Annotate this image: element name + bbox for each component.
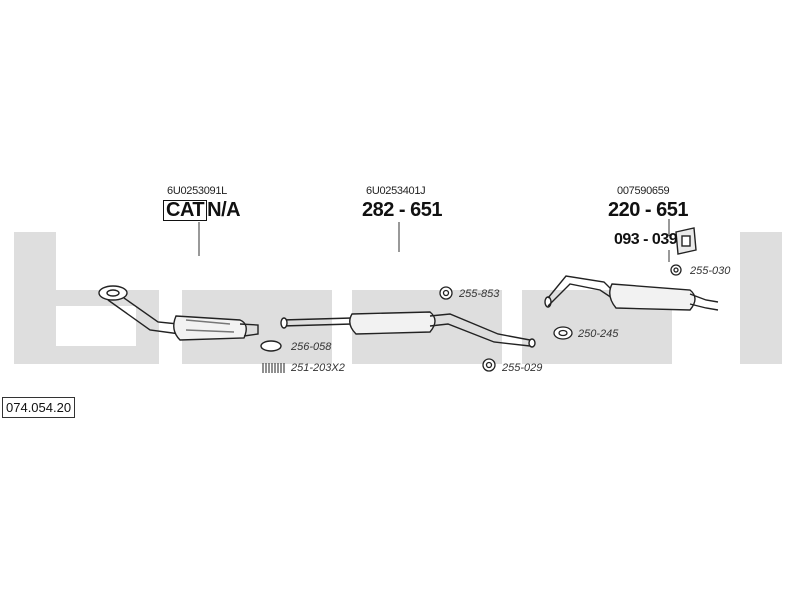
bracket-icon xyxy=(675,227,697,255)
rear-code: 220 - 651 xyxy=(608,199,689,221)
cat-label: CAT xyxy=(163,200,208,221)
part-label-clamp: 250-245 xyxy=(578,328,619,340)
part-label-rubber-mid-top: 255-853 xyxy=(459,288,500,300)
diagram-reference: 074.054.20 xyxy=(2,397,76,418)
part-label-gasket: 256-058 xyxy=(291,341,332,353)
front-pipe-cat xyxy=(98,285,259,341)
rear-pipe-silencer xyxy=(544,275,719,311)
spring-icon xyxy=(262,363,285,373)
gasket-icon xyxy=(260,340,282,352)
rubber-mount-icon xyxy=(439,286,453,300)
part-label-rubber-mid-bottom: 255-029 xyxy=(502,362,543,374)
rear-sub-code: 093 - 039 xyxy=(614,231,678,248)
rubber-mount-icon xyxy=(482,358,496,372)
front-code-value: N/A xyxy=(207,199,241,221)
middle-pipe-muffler xyxy=(280,311,536,348)
rubber-mount-icon xyxy=(670,264,682,276)
middle-oem-number: 6U0253401J xyxy=(366,185,426,197)
clamp-icon xyxy=(553,326,573,340)
part-label-rubber-rear: 255-030 xyxy=(690,265,731,277)
rear-oem-number: 007590659 xyxy=(617,185,670,197)
front-oem-number: 6U0253091L xyxy=(167,185,228,197)
part-label-spring-kit: 251-203X2 xyxy=(291,362,345,374)
leader-lines xyxy=(198,219,670,262)
middle-code: 282 - 651 xyxy=(362,199,443,221)
